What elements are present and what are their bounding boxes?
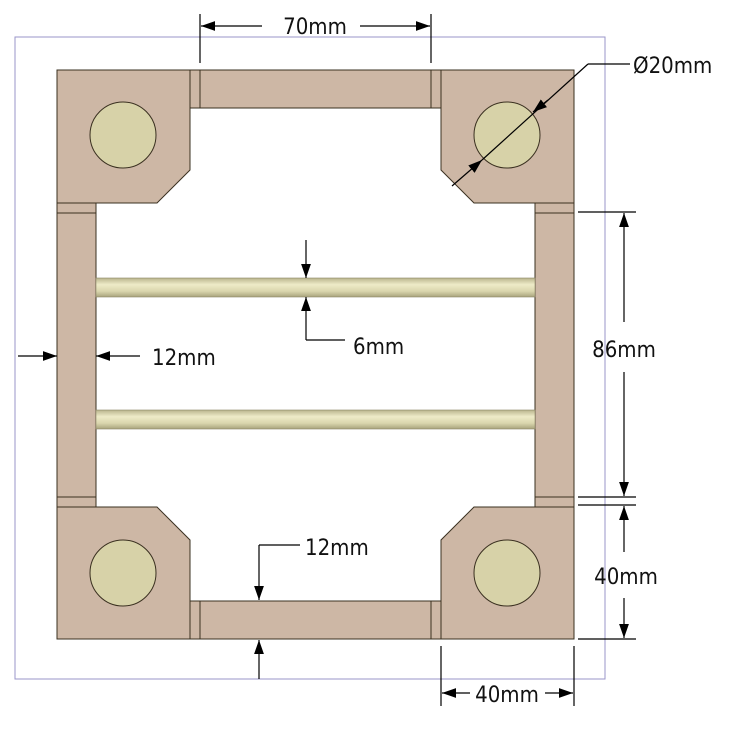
rod-lower (95, 409, 536, 430)
dim-label-rod-thickness: 6mm (353, 335, 404, 360)
dim-corner-height: 40mm (578, 504, 658, 640)
dim-top-width: 70mm (199, 14, 432, 63)
dim-side-thickness: 12mm (18, 346, 216, 371)
dim-label-corner-height: 40mm (594, 565, 658, 590)
left-bar (56, 202, 97, 508)
dim-label-corner-width: 40mm (475, 683, 539, 708)
boss-bottom-left (89, 539, 157, 607)
dim-label-top-width: 70mm (283, 15, 347, 40)
dim-diameter: Ø20mm (451, 54, 712, 187)
dim-corner-width: 40mm (440, 646, 575, 708)
dim-label-diameter: Ø20mm (633, 54, 712, 79)
boss-top-left (89, 101, 157, 169)
rod-upper (95, 277, 536, 298)
boss-bottom-right (473, 539, 541, 607)
view-border (14, 36, 606, 680)
top-bar (189, 69, 442, 109)
dim-label-side-thickness: 12mm (152, 346, 216, 371)
dim-label-bottom-thickness: 12mm (305, 536, 369, 561)
dim-side-height: 86mm (578, 211, 656, 498)
dim-label-side-height: 86mm (592, 338, 656, 363)
bottom-bar (189, 600, 442, 640)
dim-rod-thickness: 6mm (301, 240, 404, 360)
dim-bottom-thickness: 12mm (254, 536, 369, 679)
right-bar (534, 202, 575, 508)
